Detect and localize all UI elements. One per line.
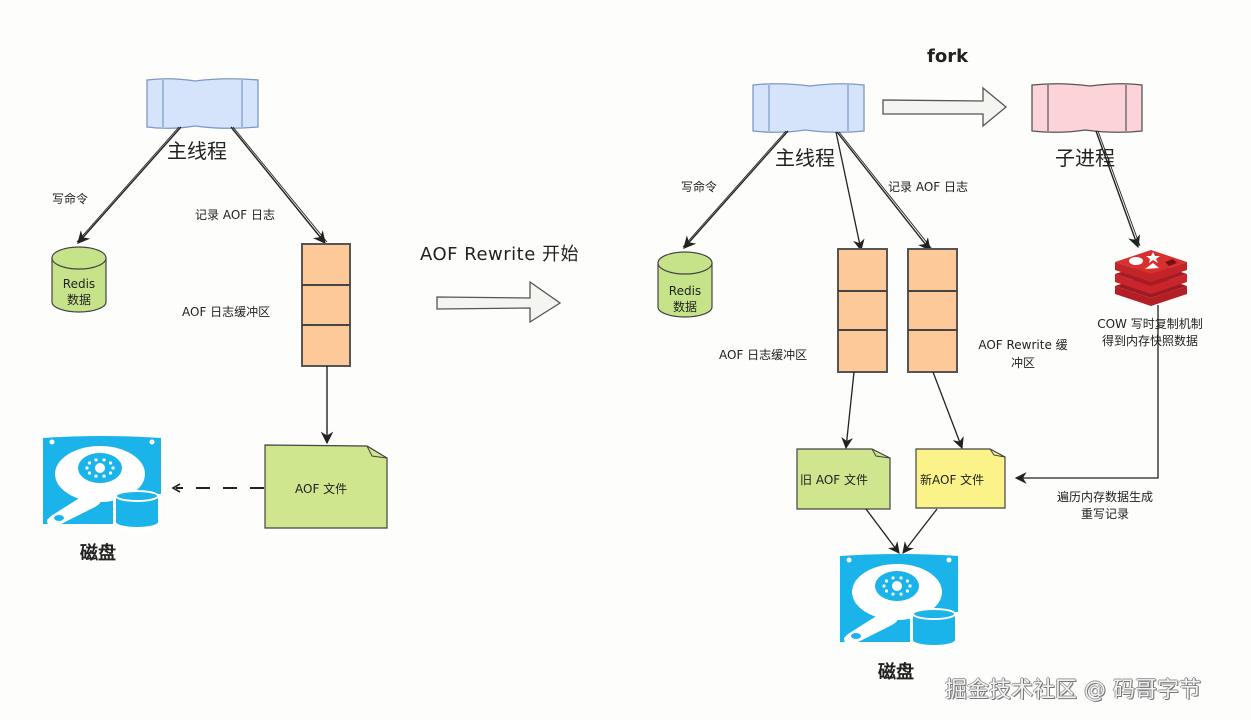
disk-hub-dot bbox=[882, 584, 886, 588]
disk-screw bbox=[946, 557, 952, 563]
disk-hub-dot bbox=[908, 584, 912, 588]
disk-hub-dot bbox=[905, 579, 910, 583]
new-aof-file bbox=[915, 448, 1006, 509]
redis-db-label-line1: Redis bbox=[668, 284, 702, 298]
arrow-write-command-left bbox=[76, 126, 182, 244]
fork-arrow bbox=[882, 86, 1008, 128]
record-aof-label-right: 记录 AOF 日志 bbox=[888, 180, 968, 194]
disk-hub-dot bbox=[94, 474, 98, 478]
arrow-old-file-to-disk bbox=[865, 508, 900, 554]
disk-icon-left bbox=[43, 436, 161, 531]
disk-hub-center bbox=[95, 463, 105, 473]
disk-hub-dot bbox=[884, 589, 889, 593]
record-aof-label-left: 记录 AOF 日志 bbox=[195, 208, 275, 222]
aof-file-label-left: AOF 文件 bbox=[295, 482, 348, 496]
main-thread-label-right: 主线程 bbox=[775, 146, 835, 170]
arrow-aof-buffer-to-old-file bbox=[841, 371, 855, 450]
disk-cylinder-top bbox=[912, 608, 956, 620]
disk-arm-hole bbox=[851, 633, 861, 639]
arrow-file-to-disk-left bbox=[171, 483, 264, 493]
redis-db-cylinder-right bbox=[657, 251, 713, 318]
traverse-label: 遍历内存数据生成 重写记录 bbox=[1040, 489, 1170, 523]
disk-hub-dot bbox=[884, 579, 889, 583]
disk-hub-dot bbox=[891, 592, 895, 596]
old-aof-file bbox=[796, 448, 891, 510]
write-command-label-right: 写命令 bbox=[681, 180, 718, 194]
aof-buffer-label-left: AOF 日志缓冲区 bbox=[182, 305, 271, 319]
fork-label: fork bbox=[927, 46, 969, 67]
disk-label-right: 磁盘 bbox=[878, 662, 914, 683]
disk-hub-dot bbox=[108, 461, 113, 465]
disk-hub-dot bbox=[891, 576, 895, 580]
cow-label-line2: 得到内存快照数据 bbox=[1101, 334, 1198, 348]
transition-arrow bbox=[436, 280, 562, 324]
rewrite-buffer-label-line1: AOF Rewrite 缓 bbox=[978, 338, 1068, 352]
rewrite-buffer-label: AOF Rewrite 缓 冲区 bbox=[963, 336, 1083, 372]
rewrite-buffer-label-line2: 冲区 bbox=[1010, 356, 1035, 370]
aof-buffer-label-right: AOF 日志缓冲区 bbox=[719, 348, 808, 362]
traverse-label-line1: 遍历内存数据生成 bbox=[1056, 490, 1153, 504]
disk-hub-dot bbox=[111, 466, 115, 470]
disk-hub-center bbox=[892, 581, 902, 591]
traverse-label-line2: 重写记录 bbox=[1080, 507, 1129, 521]
disk-label-left: 磁盘 bbox=[80, 543, 116, 564]
new-aof-file-label: 新AOF 文件 bbox=[920, 473, 985, 487]
disk-hub-dot bbox=[87, 461, 92, 465]
redis-db-label-line1: Redis bbox=[62, 277, 96, 291]
aof-file-left bbox=[264, 444, 388, 529]
disk-hub-dot bbox=[899, 576, 903, 580]
disk-hub-dot bbox=[94, 458, 98, 462]
disk-screw bbox=[846, 557, 852, 563]
old-aof-file-label: 旧 AOF 文件 bbox=[800, 473, 868, 487]
write-command-label-left: 写命令 bbox=[52, 192, 89, 206]
disk-hub-dot bbox=[899, 592, 903, 596]
aof-buffer-right bbox=[837, 248, 888, 373]
child-process bbox=[1031, 83, 1143, 133]
disk-hub-dot bbox=[905, 589, 910, 593]
disk-hub-dot bbox=[87, 471, 92, 475]
arrow-snapshot-to-new-file bbox=[1014, 305, 1159, 484]
disk-hub-dot bbox=[102, 458, 106, 462]
watermark: 掘金技术社区 @ 码哥字节 bbox=[945, 678, 1201, 703]
disk-icon-right bbox=[840, 554, 958, 649]
child-process-label: 子进程 bbox=[1055, 146, 1115, 170]
redis-db-label-right: Redis 数据 bbox=[658, 283, 712, 315]
redis-db-cylinder-left bbox=[51, 246, 107, 313]
aof-rewrite-buffer bbox=[907, 248, 958, 373]
disk-cylinder-top bbox=[115, 490, 159, 502]
disk-arm-hole bbox=[54, 515, 64, 521]
disk-hub-dot bbox=[102, 474, 106, 478]
arrow-new-file-to-disk bbox=[902, 508, 938, 554]
main-thread-label-left: 主线程 bbox=[167, 139, 227, 163]
arrow-to-aof-buffer-right bbox=[835, 131, 865, 252]
cow-label: COW 写时复制机制 得到内存快照数据 bbox=[1080, 316, 1220, 350]
main-thread-process-right bbox=[752, 83, 865, 133]
redis-db-label-line2: 数据 bbox=[672, 300, 697, 314]
disk-screw bbox=[49, 439, 55, 445]
redis-db-label-left: Redis 数据 bbox=[52, 276, 106, 308]
arrow-rewrite-buffer-to-new-file bbox=[932, 371, 964, 450]
cow-label-line1: COW 写时复制机制 bbox=[1097, 317, 1203, 331]
redis-db-label-line2: 数据 bbox=[66, 293, 91, 307]
arrow-child-to-redis bbox=[1095, 130, 1141, 249]
disk-cylinder bbox=[116, 496, 158, 527]
disk-screw bbox=[149, 439, 155, 445]
disk-cylinder bbox=[913, 614, 955, 645]
disk-hub-dot bbox=[108, 471, 113, 475]
arrow-to-rewrite-buffer bbox=[836, 131, 933, 251]
aof-rewrite-start-label: AOF Rewrite 开始 bbox=[420, 244, 579, 265]
aof-buffer-left bbox=[301, 243, 351, 367]
arrow-write-command-right bbox=[682, 130, 789, 249]
redis-logo-icon bbox=[1115, 250, 1187, 306]
main-thread-process-left bbox=[146, 78, 259, 129]
arrow-record-aof-left bbox=[230, 126, 328, 244]
disk-hub-dot bbox=[85, 466, 89, 470]
